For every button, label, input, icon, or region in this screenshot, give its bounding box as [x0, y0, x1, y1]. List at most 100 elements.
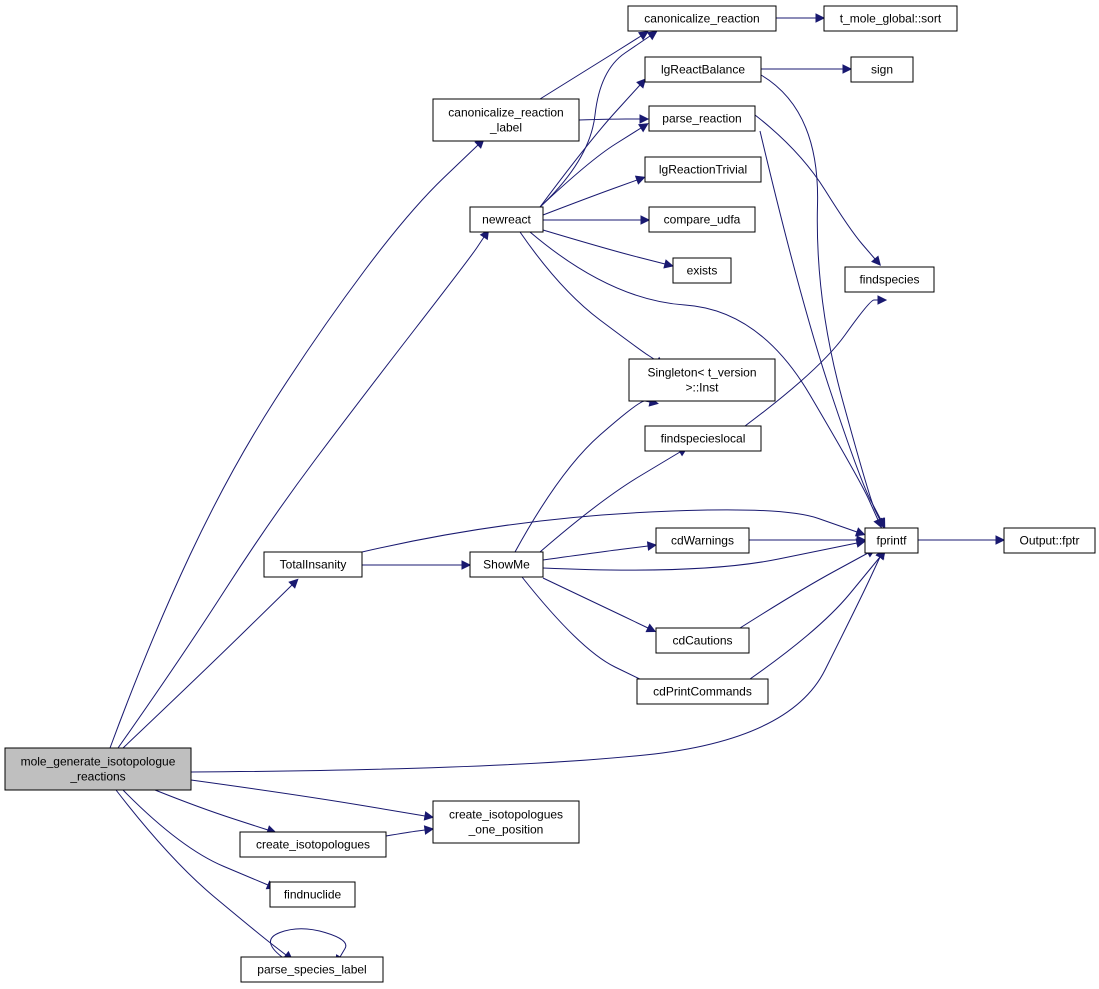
arrowhead-cdwarn-to-fprintf: [856, 535, 867, 545]
node-box: [263, 551, 363, 578]
node-fptr[interactable]: Output::fptr: [1003, 527, 1096, 554]
edge-showme-to-cdprint: [521, 576, 651, 685]
edge-newreact-to-lgbal: [539, 84, 641, 208]
node-label: ShowMe: [483, 558, 530, 572]
node-newreact[interactable]: newreact: [469, 206, 544, 233]
edge-showme-to-cdwarn: [542, 545, 649, 561]
edge-parse_r-to-findsp: [754, 114, 876, 260]
node-label: parse_species_label: [257, 963, 366, 977]
edge-showme-to-findspl: [539, 451, 681, 553]
edge-root-to-parsesp: [115, 789, 287, 956]
node-parse-r[interactable]: parse_reaction: [648, 105, 756, 132]
node-canon[interactable]: canonicalize_reaction: [627, 5, 777, 32]
node-label: mole_generate_isotopologue: [21, 755, 176, 769]
node-label: findspecies: [859, 273, 919, 287]
node-canon-label[interactable]: canonicalize_reaction_label: [432, 98, 580, 142]
edge-root-to-total: [122, 584, 293, 749]
arrowhead-canon_label-to-parse_r: [639, 114, 650, 124]
node-label: fprintf: [876, 534, 907, 548]
node-label: canonicalize_reaction: [448, 106, 563, 120]
node-label: exists: [687, 264, 718, 278]
node-box: [644, 425, 762, 452]
edge-newreact-to-parse_r: [539, 127, 642, 208]
edge-showme-to-fprintf: [542, 542, 858, 571]
node-label: create_isotopologues: [256, 838, 370, 852]
node-box: [844, 266, 935, 293]
arrowhead-showme-to-cdcaut: [645, 623, 657, 633]
arrowhead-newreact-to-parse_r: [638, 123, 649, 133]
node-cdcaut[interactable]: cdCautions: [655, 627, 750, 654]
node-cdwarn[interactable]: cdWarnings: [655, 527, 750, 554]
arrowhead-root-to-total: [288, 578, 299, 589]
node-label: Output::fptr: [1019, 534, 1079, 548]
edge-findspl-to-findsp: [744, 299, 878, 427]
node-label: newreact: [482, 213, 531, 227]
arrowhead-total-to-showme: [461, 560, 472, 570]
node-box: [239, 831, 387, 858]
node-box: [432, 800, 580, 844]
edge-newreact-to-exists: [542, 229, 666, 265]
node-box: [469, 206, 544, 233]
edge-total-to-fprintf: [361, 509, 858, 553]
edge-root-to-canon_label: [109, 144, 479, 749]
node-findsp[interactable]: findspecies: [844, 266, 935, 293]
node-box: [644, 156, 762, 183]
edge-parse_r-to-fprintf: [759, 130, 882, 521]
node-box: [1003, 527, 1096, 554]
arrowhead-parse_r-to-findsp: [871, 255, 881, 266]
node-label: cdWarnings: [671, 534, 734, 548]
node-showme[interactable]: ShowMe: [469, 551, 544, 578]
arrowhead-lgbal-to-sign: [842, 64, 853, 74]
node-label: t_mole_global::sort: [840, 12, 942, 26]
node-box: [627, 5, 777, 32]
node-label: create_isotopologues: [449, 808, 563, 822]
edge-showme-to-singleton: [514, 400, 651, 553]
edge-parsesp-to-parsesp: [270, 928, 347, 958]
node-box: [644, 56, 762, 83]
node-create[interactable]: create_isotopologues: [239, 831, 387, 858]
edge-create-to-createone: [385, 829, 426, 837]
arrowhead-total-to-fprintf: [854, 527, 866, 537]
node-box: [864, 527, 919, 554]
node-label: lgReactionTrivial: [659, 163, 747, 177]
node-fprintf[interactable]: fprintf: [864, 527, 919, 554]
node-compare[interactable]: compare_udfa: [648, 206, 756, 233]
edge-root-to-create: [154, 789, 269, 831]
node-label: parse_reaction: [662, 112, 741, 126]
node-parsesp[interactable]: parse_species_label: [240, 956, 384, 983]
arrowhead-newreact-to-compare: [640, 215, 651, 225]
edge-root-to-findnuc: [122, 789, 269, 886]
arrowhead-root-to-newreact: [479, 229, 490, 241]
arrowhead-fprintf-to-fptr: [995, 535, 1006, 545]
arrowhead-canon_label-to-canon: [638, 31, 649, 41]
node-label: cdPrintCommands: [653, 685, 752, 699]
node-label: findnuclide: [284, 888, 342, 902]
node-sort[interactable]: t_mole_global::sort: [823, 5, 958, 32]
arrowhead-newreact-to-exists: [663, 259, 674, 269]
edge-newreact-to-lgtriv: [542, 179, 638, 216]
node-label: canonicalize_reaction: [644, 12, 759, 26]
node-cdprint[interactable]: cdPrintCommands: [636, 678, 769, 705]
node-exists[interactable]: exists: [672, 257, 732, 284]
node-total[interactable]: TotalInsanity: [263, 551, 363, 578]
node-singleton[interactable]: Singleton< t_version>::Inst: [628, 358, 776, 402]
node-findspl[interactable]: findspecieslocal: [644, 425, 762, 452]
node-label: cdCautions: [672, 634, 732, 648]
node-label: lgReactBalance: [661, 63, 745, 77]
node-label: >::Inst: [685, 381, 719, 395]
edge-newreact-to-fprintf: [529, 231, 879, 521]
edge-root-to-createone: [190, 779, 426, 817]
node-lgtriv[interactable]: lgReactionTrivial: [644, 156, 762, 183]
node-label: _label: [489, 121, 522, 135]
node-createone[interactable]: create_isotopologues_one_position: [432, 800, 580, 844]
arrowhead-newreact-to-canon: [646, 30, 658, 41]
edge-root-to-newreact: [117, 236, 485, 749]
arrowhead-newreact-to-lgtriv: [634, 175, 646, 185]
node-lgbal[interactable]: lgReactBalance: [644, 56, 762, 83]
node-box: [636, 678, 769, 705]
node-sign[interactable]: sign: [850, 56, 914, 83]
node-findnuc[interactable]: findnuclide: [269, 881, 356, 908]
edge-newreact-to-singleton: [519, 231, 658, 362]
node-root[interactable]: mole_generate_isotopologue_reactions: [4, 747, 192, 791]
edge-cdprint-to-fprintf: [749, 556, 881, 680]
